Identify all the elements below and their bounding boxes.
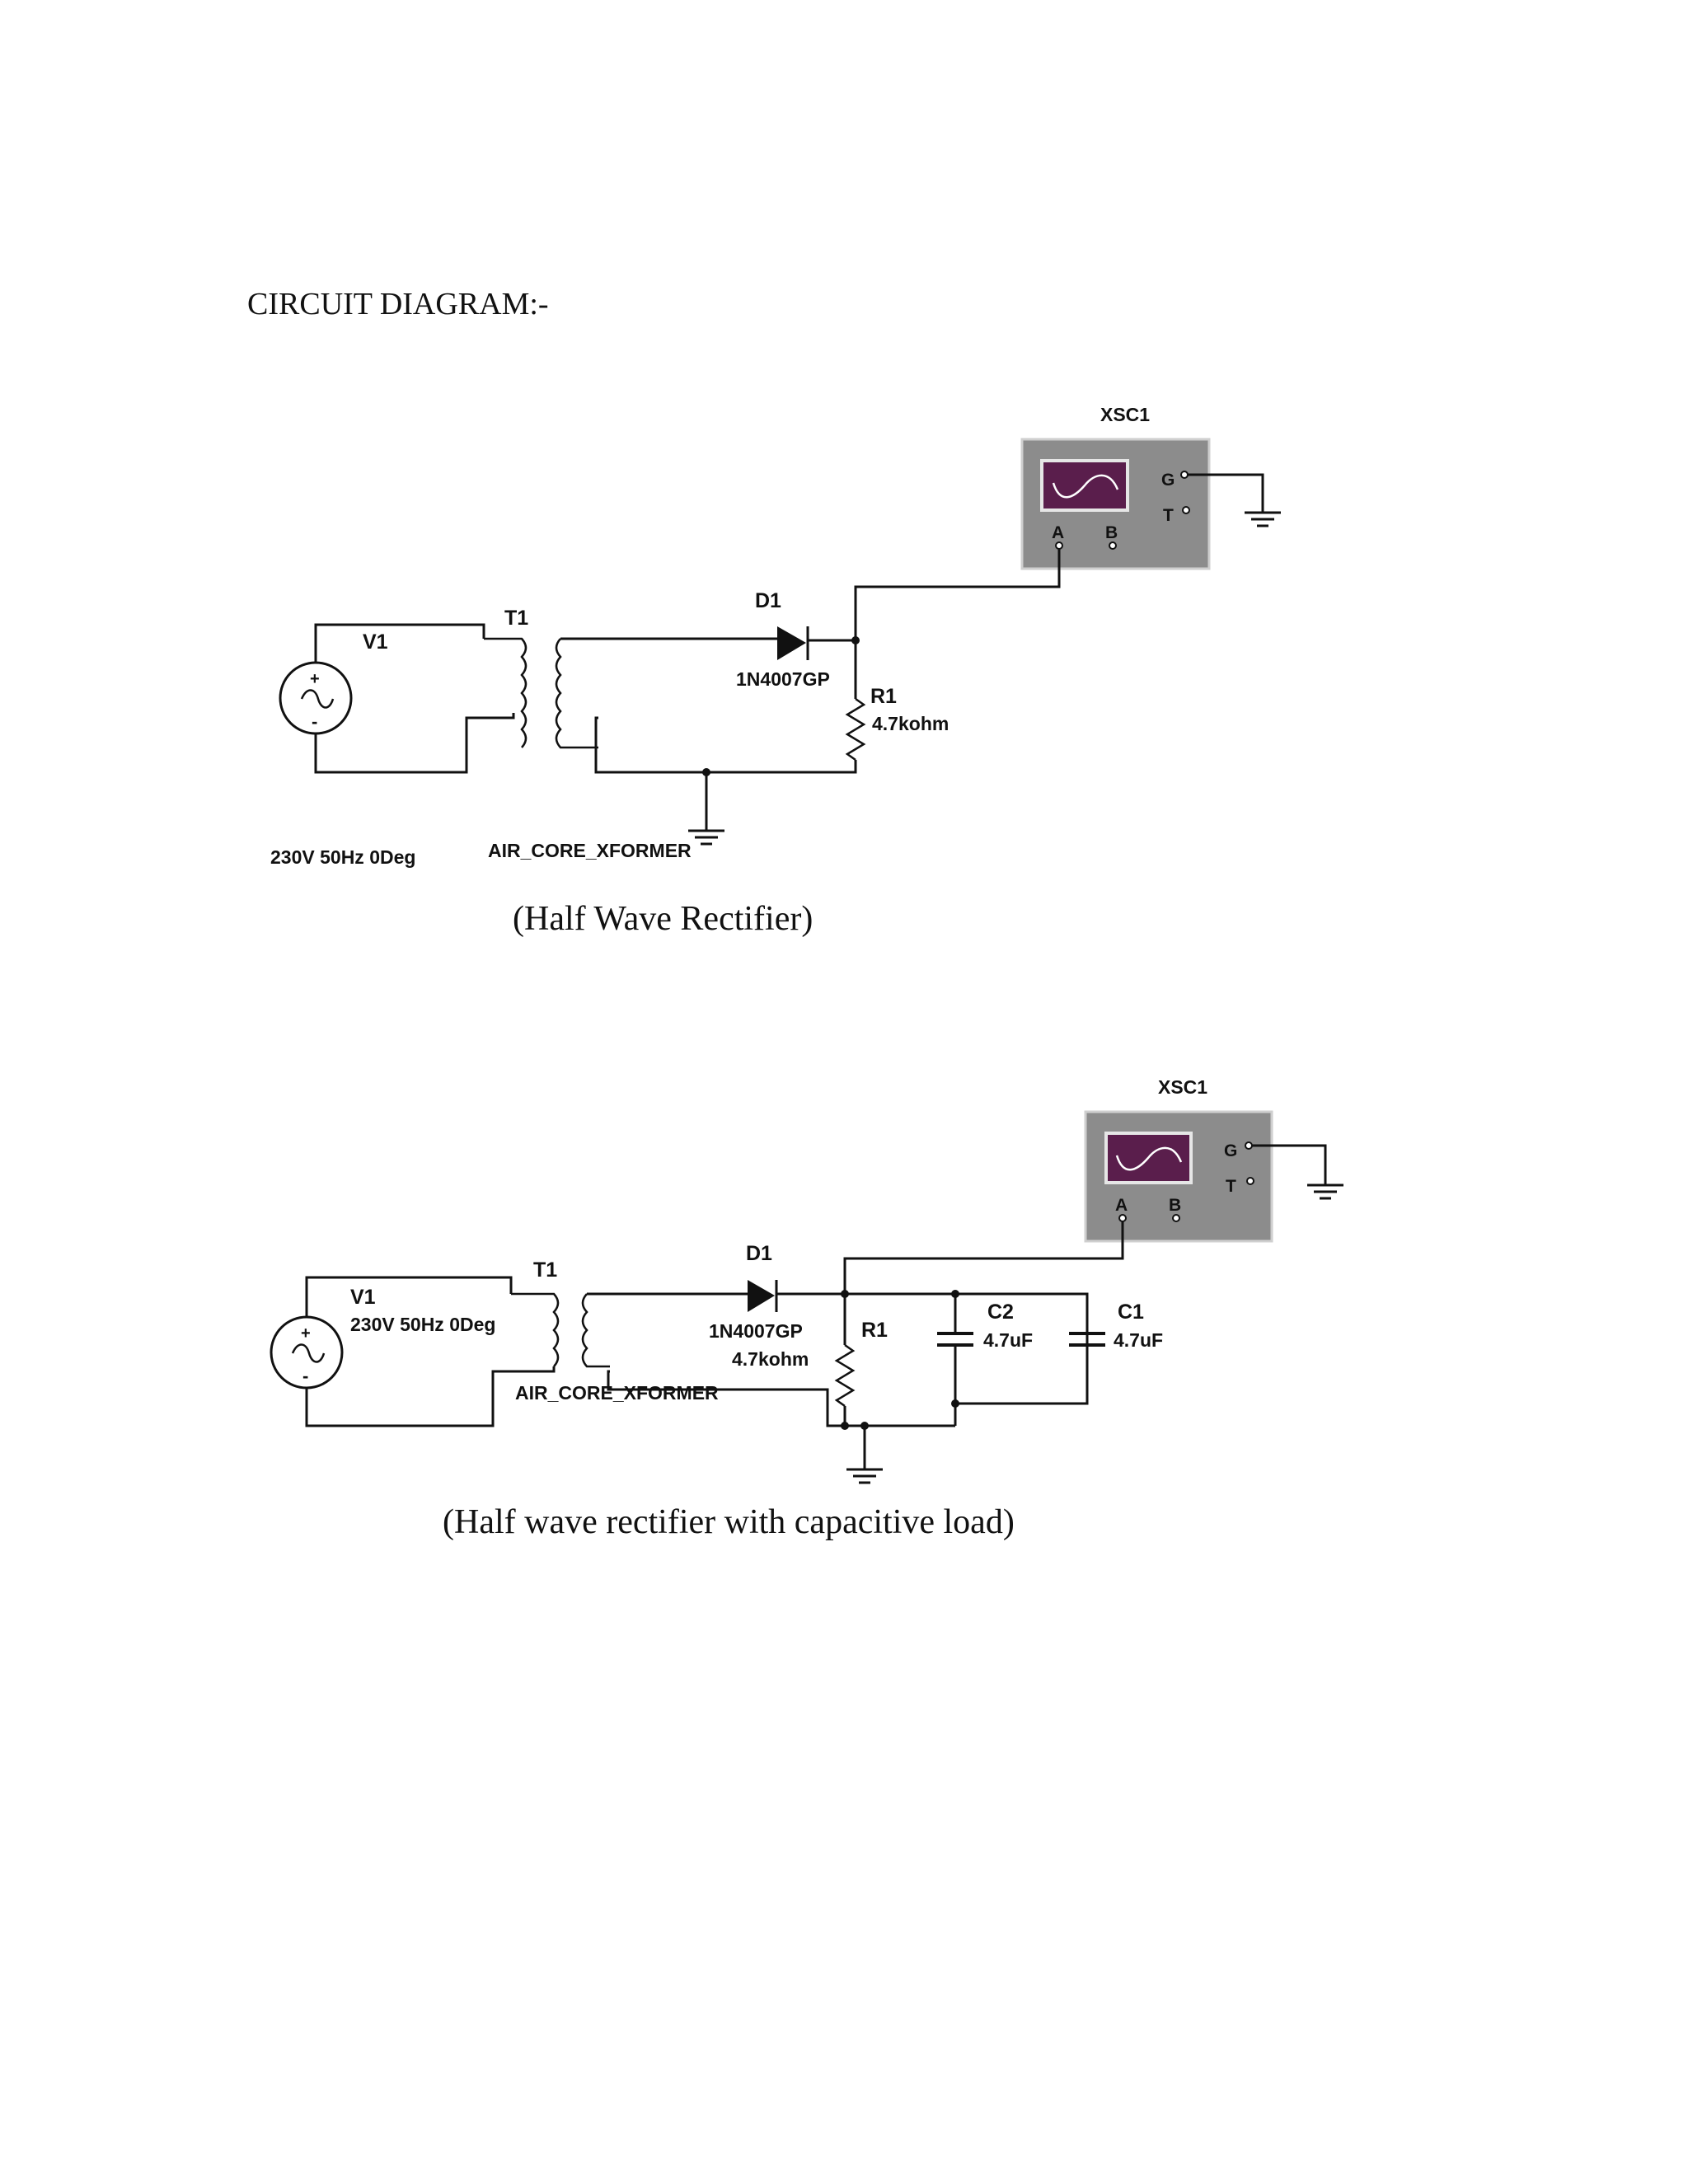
oscilloscope-label: XSC1 — [1158, 1076, 1207, 1098]
oscilloscope-xsc1[interactable]: XSC1 A B G T — [1084, 1076, 1273, 1243]
diode-d1[interactable] — [748, 1280, 778, 1312]
resistor-value-label: 4.7kohm — [872, 713, 949, 734]
ground-symbol — [1307, 1183, 1343, 1200]
capacitor-c2-name-label: C2 — [987, 1301, 1014, 1324]
resistor-value-label: 4.7kohm — [732, 1348, 809, 1370]
source-value-label: 230V 50Hz 0Deg — [350, 1314, 495, 1335]
resistor-r1[interactable] — [834, 1343, 856, 1408]
diode-d1[interactable] — [777, 626, 809, 660]
source-name-label: V1 — [363, 630, 388, 654]
capacitor-c1-name-label: C1 — [1118, 1301, 1144, 1324]
source-value-label: 230V 50Hz 0Deg — [270, 846, 415, 868]
source-minus-sign: - — [302, 1366, 308, 1386]
oscilloscope-pin-a-label: A — [1115, 1196, 1128, 1215]
diode-triangle — [748, 1280, 775, 1312]
diode-triangle — [777, 626, 806, 660]
source-name-label: V1 — [350, 1286, 376, 1309]
oscilloscope-pin-b-label: B — [1169, 1196, 1181, 1215]
diode-model-label: 1N4007GP — [736, 668, 830, 690]
oscilloscope-xsc1[interactable]: XSC1 A B G T — [1020, 404, 1211, 570]
wire-probe-a — [854, 549, 1061, 640]
source-minus-sign: - — [312, 711, 317, 732]
ac-source-v1[interactable]: + - — [270, 1315, 344, 1390]
capacitor-c2[interactable] — [937, 1332, 973, 1347]
diode-name-label: D1 — [746, 1242, 772, 1265]
transformer-model-label: AIR_CORE_XFORMER — [515, 1382, 719, 1404]
oscilloscope-pin-b[interactable] — [1109, 541, 1117, 550]
transformer-name-label: T1 — [504, 607, 528, 630]
oscilloscope-pin-t-label: T — [1226, 1177, 1236, 1196]
transformer-t1[interactable] — [511, 1292, 610, 1368]
capacitor-c2-value-label: 4.7uF — [983, 1329, 1033, 1351]
source-plus-sign: + — [301, 1324, 311, 1343]
sine-icon — [291, 1343, 326, 1363]
diode-model-label: 1N4007GP — [709, 1320, 803, 1342]
wire-primary-bottom — [305, 1366, 556, 1427]
oscilloscope-pin-t-label: T — [1163, 506, 1174, 525]
ground-symbol — [688, 829, 724, 846]
ground-symbol — [846, 1468, 883, 1484]
caption-circuit-2: (Half wave rectifier with capacitive loa… — [443, 1503, 1015, 1541]
wire-primary-top — [314, 623, 485, 663]
transformer-t1[interactable] — [484, 637, 598, 749]
circuit-half-wave-rectifier-capacitive: XSC1 A B G T + - V1 — [270, 1076, 1343, 1541]
resistor-name-label: R1 — [861, 1319, 888, 1342]
oscilloscope-label: XSC1 — [1100, 404, 1150, 425]
transformer-model-label: AIR_CORE_XFORMER — [488, 840, 692, 861]
wire-c1-bottom — [955, 1345, 1089, 1405]
oscilloscope-pin-a[interactable] — [1055, 541, 1063, 550]
resistor-name-label: R1 — [870, 685, 897, 708]
oscilloscope-pin-g[interactable] — [1180, 471, 1189, 479]
capacitor-c1-value-label: 4.7uF — [1114, 1329, 1163, 1351]
resistor-r1[interactable] — [845, 697, 866, 762]
wire-probe-a — [843, 1221, 1124, 1294]
sine-wave-icon — [1052, 474, 1119, 499]
oscilloscope-pin-b[interactable] — [1172, 1214, 1180, 1222]
transformer-secondary-coil — [581, 1293, 610, 1368]
wire-scope-ground — [1252, 1144, 1327, 1185]
wire-primary-bottom — [314, 713, 515, 774]
page-heading: CIRCUIT DIAGRAM:- — [247, 287, 549, 321]
source-plus-sign: + — [310, 670, 320, 688]
oscilloscope-pin-g-label: G — [1161, 471, 1175, 490]
wire-top-rail — [776, 1292, 1089, 1368]
oscilloscope-pin-t[interactable] — [1246, 1177, 1254, 1185]
oscilloscope-pin-g-label: G — [1224, 1141, 1237, 1160]
wire-scope-ground — [1188, 473, 1264, 513]
diode-name-label: D1 — [755, 589, 781, 612]
wire-primary-top — [305, 1276, 513, 1317]
caption-circuit-1: (Half Wave Rectifier) — [513, 900, 813, 938]
oscilloscope-pin-t[interactable] — [1182, 506, 1190, 514]
oscilloscope-pin-g[interactable] — [1245, 1141, 1253, 1150]
oscilloscope-pin-b-label: B — [1105, 523, 1118, 542]
transformer-primary-coil — [484, 637, 528, 748]
transformer-primary-coil — [511, 1292, 560, 1367]
wire-secondary-return — [594, 716, 857, 774]
junction-node — [841, 1422, 849, 1430]
ground-symbol — [1245, 511, 1281, 527]
circuit-half-wave-rectifier: XSC1 A B G T + - V1 — [270, 404, 1281, 938]
sine-wave-icon — [1115, 1146, 1183, 1171]
oscilloscope-pin-a[interactable] — [1118, 1214, 1127, 1222]
sine-icon — [300, 689, 335, 709]
transformer-name-label: T1 — [533, 1258, 557, 1282]
ac-source-v1[interactable]: + - — [279, 661, 353, 735]
transformer-secondary-coil — [555, 638, 598, 749]
oscilloscope-pin-a-label: A — [1052, 523, 1064, 542]
junction-node — [951, 1399, 959, 1408]
